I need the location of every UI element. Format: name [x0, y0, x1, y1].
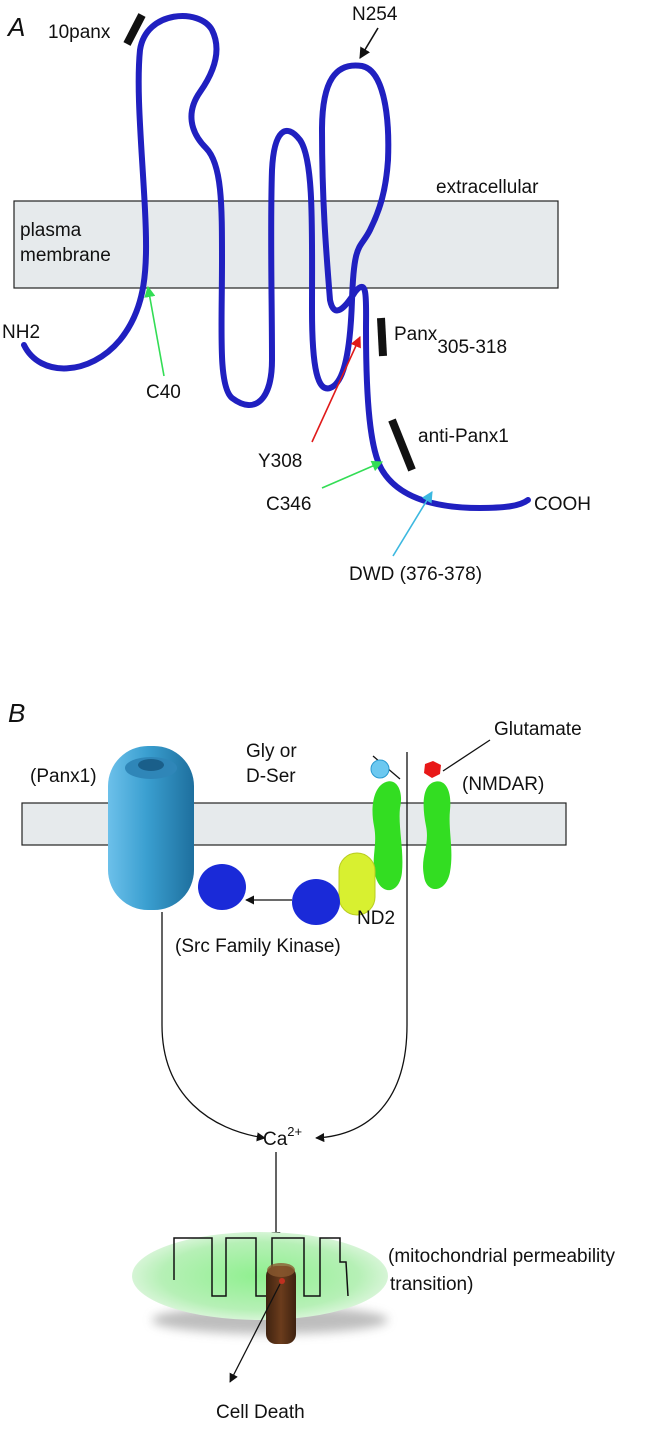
- extracellular-label: extracellular: [436, 177, 539, 198]
- src-kinase-icon: [198, 864, 246, 910]
- n254-arrow: [359, 27, 379, 59]
- membrane-label: membrane: [20, 245, 111, 266]
- calcium-label: Ca2+: [263, 1124, 302, 1150]
- c346-label: C346: [266, 494, 311, 515]
- nmdar-to-ca-arrow: [315, 1024, 408, 1143]
- 10panx-label: 10panx: [48, 22, 111, 43]
- y308-arrow: [311, 335, 361, 443]
- plasma-label: plasma: [20, 220, 82, 241]
- nmdar-subunit-right-icon: [423, 781, 452, 890]
- panx1-channel-icon: [108, 746, 194, 910]
- dwd-label: DWD (376-378): [349, 564, 482, 585]
- panel-a-letter: A: [6, 12, 25, 42]
- permeability-pore-icon: [266, 1266, 296, 1344]
- anti-panx1-bar: [388, 418, 416, 472]
- cooh-label: COOH: [534, 494, 591, 515]
- c40-arrow: [144, 285, 165, 377]
- panx1-protein-chain: [21, 13, 531, 511]
- panx1-to-ca-arrow: [161, 912, 266, 1142]
- glutamate-label: Glutamate: [494, 719, 582, 740]
- nmdar-label: (NMDAR): [462, 774, 544, 795]
- pore-top: [267, 1263, 295, 1277]
- 10panx-bar: [123, 13, 146, 46]
- anti-panx1-label: anti-Panx1: [418, 426, 509, 447]
- pore-to-death-arrow: [229, 1283, 281, 1383]
- y308-label: Y308: [258, 451, 302, 472]
- panx1-label: (Panx1): [30, 766, 97, 787]
- plasma-membrane-a: [13, 200, 559, 289]
- gly-label-line1: Gly or: [246, 741, 297, 762]
- mpt-label-line1: (mitochondrial permeability: [388, 1246, 616, 1267]
- nh2-label: NH2: [2, 322, 40, 343]
- glutamate-pointer-line: [442, 739, 491, 772]
- gly-label-line2: D-Ser: [246, 766, 296, 787]
- c40-label: C40: [146, 382, 181, 403]
- src-label: (Src Family Kinase): [175, 936, 341, 957]
- panel-b-letter: B: [8, 698, 25, 728]
- nd2-label: ND2: [357, 908, 395, 929]
- nmdar-subunit-left-icon: [372, 781, 403, 891]
- gly-dser-ligand-icon: [370, 759, 390, 779]
- src-kinase-active-icon: [292, 879, 340, 925]
- dwd-arrow: [392, 491, 433, 557]
- pore-dot: [279, 1278, 285, 1284]
- panx-305-318-bar: [377, 317, 387, 357]
- panx-label: Panx305-318: [394, 324, 507, 358]
- n254-label: N254: [352, 4, 398, 25]
- glutamate-ligand-icon: [424, 761, 441, 778]
- c346-arrow: [321, 460, 384, 489]
- mitochondrion-icon: [132, 1232, 388, 1320]
- mpt-label-line2: transition): [390, 1274, 473, 1295]
- cell-death-label: Cell Death: [216, 1402, 305, 1423]
- plasma-membrane-b: [21, 802, 567, 846]
- nd2-icon: [338, 852, 376, 916]
